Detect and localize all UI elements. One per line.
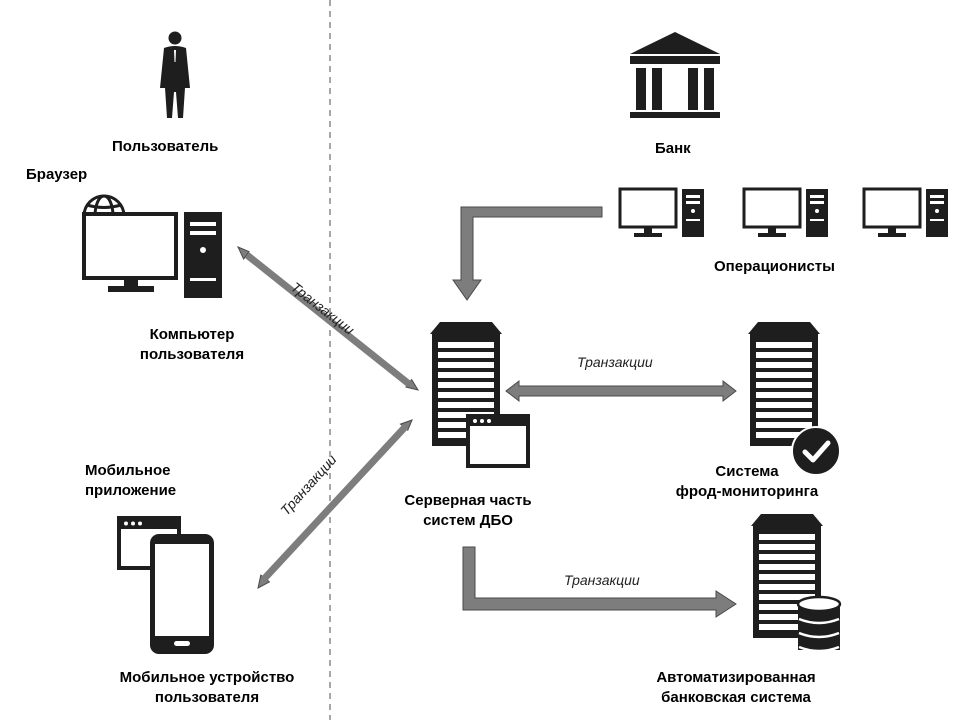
dbo-server-icon xyxy=(430,322,530,468)
user-computer-label-line2: пользователя xyxy=(139,346,245,363)
fraud-monitoring-label-line1: Система xyxy=(715,463,779,480)
browser-label: Браузер xyxy=(26,166,88,183)
operators-label: Операционисты xyxy=(714,258,835,275)
bank-label: Банк xyxy=(655,140,691,157)
operator-workstation-icon xyxy=(742,187,830,239)
transactions-label-abs: Транзакции xyxy=(564,572,640,588)
abs-server-icon xyxy=(751,514,842,653)
user-computer-label: Компьютер пользователя xyxy=(122,325,262,365)
operator-workstation-icon xyxy=(618,187,706,239)
operator-workstation-icon xyxy=(862,187,950,239)
dbo-server-label-line1: Серверная часть xyxy=(404,492,532,509)
arrow-server-to-abs xyxy=(462,546,737,618)
fraud-monitoring-label: Система фрод-мониторинга xyxy=(662,462,832,502)
dbo-server-label-line2: систем ДБО xyxy=(423,512,513,529)
dbo-server-label: Серверная часть систем ДБО xyxy=(388,491,548,531)
mobile-app-label-line1: Мобильное xyxy=(85,462,171,479)
mobile-app-label-line2: приложение xyxy=(85,482,177,499)
mobile-device-label-line2: пользователя xyxy=(154,689,260,706)
fraud-monitoring-server-icon xyxy=(748,322,841,476)
abs-label-line1: Автоматизированная xyxy=(656,669,816,686)
fraud-monitoring-label-line2: фрод-мониторинга xyxy=(675,483,819,500)
user-label: Пользователь xyxy=(112,138,219,155)
abs-label-line2: банковская система xyxy=(661,689,811,706)
abs-label: Автоматизированная банковская система xyxy=(636,668,836,708)
mobile-app-label: Мобильное приложение xyxy=(85,461,176,501)
arrow-server-fraud xyxy=(505,379,737,403)
user-person-icon xyxy=(160,31,190,118)
arrow-user-pc-server xyxy=(237,246,420,391)
mobile-device-label: Мобильное устройство пользователя xyxy=(107,668,307,708)
transactions-label-fraud: Транзакции xyxy=(577,354,653,370)
bank-building-icon xyxy=(630,32,720,118)
user-computer-label-line1: Компьютер xyxy=(149,326,235,343)
mobile-device-label-line1: Мобильное устройство xyxy=(119,669,295,686)
arrow-operators-to-server xyxy=(452,206,603,301)
smartphone-icon xyxy=(150,534,214,654)
user-computer-icon xyxy=(82,212,222,298)
